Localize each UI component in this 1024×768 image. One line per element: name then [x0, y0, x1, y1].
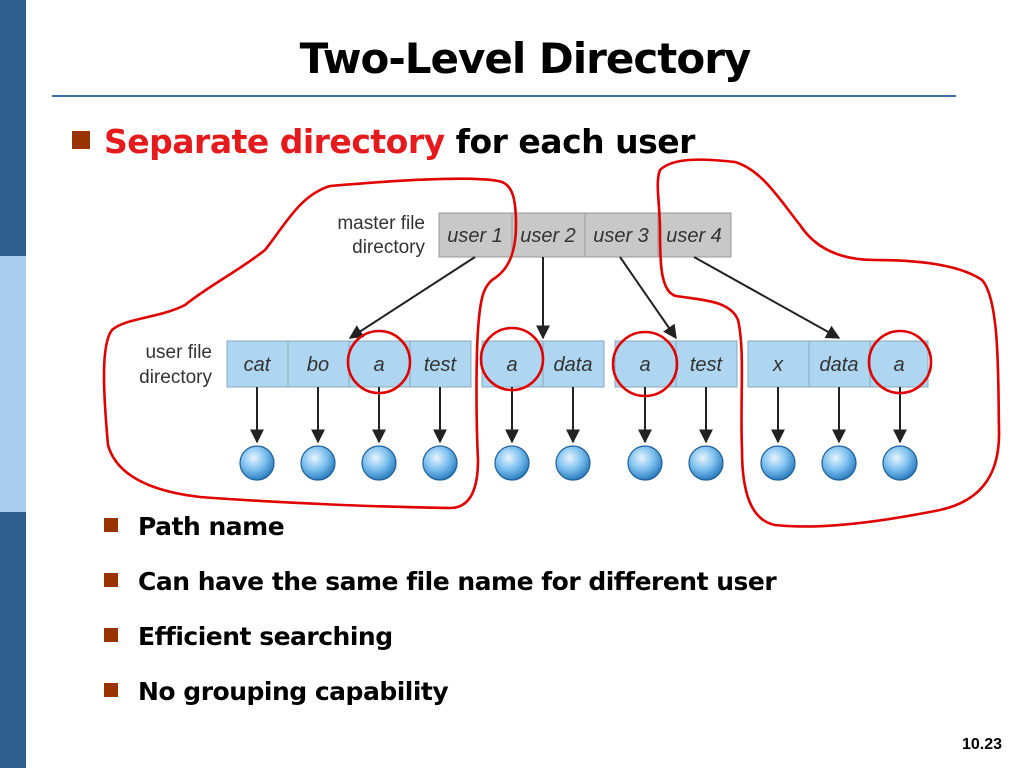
- master-cell-user-3: [584, 212, 659, 258]
- user3-cell-a: [614, 340, 677, 388]
- file-entry-a: a: [639, 354, 650, 376]
- file-node: [555, 445, 591, 481]
- file-nodes: [239, 445, 918, 481]
- sub-bullet-text: No grouping capability: [138, 677, 449, 706]
- master-cell-user-1: [438, 212, 513, 258]
- sub-bullet-text: Path name: [138, 512, 285, 541]
- file-pointers: [250, 387, 907, 444]
- file-entry-a: a: [506, 354, 517, 376]
- annotation-circle-user1-a: [346, 329, 412, 395]
- main-bullet: Separate directory for each user: [72, 122, 695, 161]
- user1-cell-test: [409, 340, 472, 388]
- master-entry-user-3: user 3: [593, 225, 649, 247]
- red-annotations: [102, 158, 1001, 528]
- master-entry-user-2: user 2: [520, 225, 576, 247]
- bullet-square-icon: [104, 628, 118, 642]
- sub-bullet-item: Can have the same file name for differen…: [104, 563, 777, 618]
- file-node: [494, 445, 530, 481]
- user-label-line-1: user file: [145, 342, 212, 363]
- file-node: [627, 445, 663, 481]
- user1-cell-a: [348, 340, 411, 388]
- file-entry-test: test: [424, 354, 458, 376]
- master-entry-user-1: user 1: [447, 225, 503, 247]
- side-bar-top: [0, 0, 26, 256]
- file-node: [239, 445, 275, 481]
- file-entry-cat: cat: [244, 354, 272, 376]
- master-pointers: [348, 256, 841, 340]
- annotation-circle-user4-a: [867, 329, 933, 395]
- bullet-square-icon: [104, 573, 118, 587]
- sub-bullet-text: Can have the same file name for differen…: [138, 567, 777, 596]
- user1-cell-bo: [287, 340, 350, 388]
- file-node: [821, 445, 857, 481]
- user-label-line-2: directory: [139, 367, 212, 388]
- sub-bullet-list: Path name Can have the same file name fo…: [104, 508, 777, 728]
- file-node: [300, 445, 336, 481]
- slide-number: 10.23: [961, 736, 1002, 753]
- master-cell-user-2: [511, 212, 586, 258]
- bullet-square-icon: [72, 131, 90, 149]
- file-entry-test: test: [690, 354, 724, 376]
- sub-bullet-item: No grouping capability: [104, 673, 776, 728]
- master-entry-user-4: user 4: [666, 225, 722, 247]
- master-cell-user-4: [657, 212, 732, 258]
- file-node: [882, 445, 918, 481]
- file-entry-x: x: [772, 354, 784, 376]
- title-rule: [52, 95, 956, 97]
- sub-bullet-item: Efficient searching: [104, 618, 776, 673]
- user4-cell-a: [869, 340, 929, 388]
- file-entry-a: a: [893, 354, 904, 376]
- slide-title: Two-Level Directory: [299, 34, 752, 83]
- bullet-square-icon: [104, 683, 118, 697]
- user1-cell-cat: [226, 340, 289, 388]
- user-directory-entries: cat bo a test a data a test x data a: [244, 354, 905, 376]
- file-node: [760, 445, 796, 481]
- file-entry-data: data: [554, 354, 593, 376]
- pointer-user-1: [348, 256, 476, 339]
- main-bullet-rest: for each user: [455, 122, 696, 161]
- sub-bullet-item: Path name: [104, 508, 776, 563]
- master-label-line-1: master file: [337, 213, 425, 234]
- side-bar-middle: [0, 256, 26, 512]
- pointer-user-4: [693, 256, 841, 339]
- sub-bullet-text: Efficient searching: [138, 622, 393, 651]
- user4-cell-data: [808, 340, 871, 388]
- file-node: [361, 445, 397, 481]
- side-bar-bottom: [0, 512, 26, 768]
- master-directory: user 1 user 2 user 3 user 4: [438, 212, 732, 258]
- file-entry-a: a: [373, 354, 384, 376]
- bullet-square-icon: [104, 518, 118, 532]
- user-directory-cells: [226, 340, 929, 388]
- user2-cell-a: [481, 340, 544, 388]
- file-node: [422, 445, 458, 481]
- master-label-line-2: directory: [352, 237, 425, 258]
- file-entry-bo: bo: [307, 354, 329, 376]
- file-node: [688, 445, 724, 481]
- annotation-circle-user3-a: [611, 330, 679, 398]
- pointer-user-3: [619, 256, 677, 340]
- file-entry-data: data: [820, 354, 859, 376]
- user2-cell-data: [542, 340, 605, 388]
- annotation-user-1-outline: [102, 177, 518, 510]
- main-bullet-highlight: Separate directory: [104, 122, 445, 161]
- annotation-user-3-4-outline: [656, 158, 1001, 528]
- annotation-circle-user2-a: [479, 326, 545, 392]
